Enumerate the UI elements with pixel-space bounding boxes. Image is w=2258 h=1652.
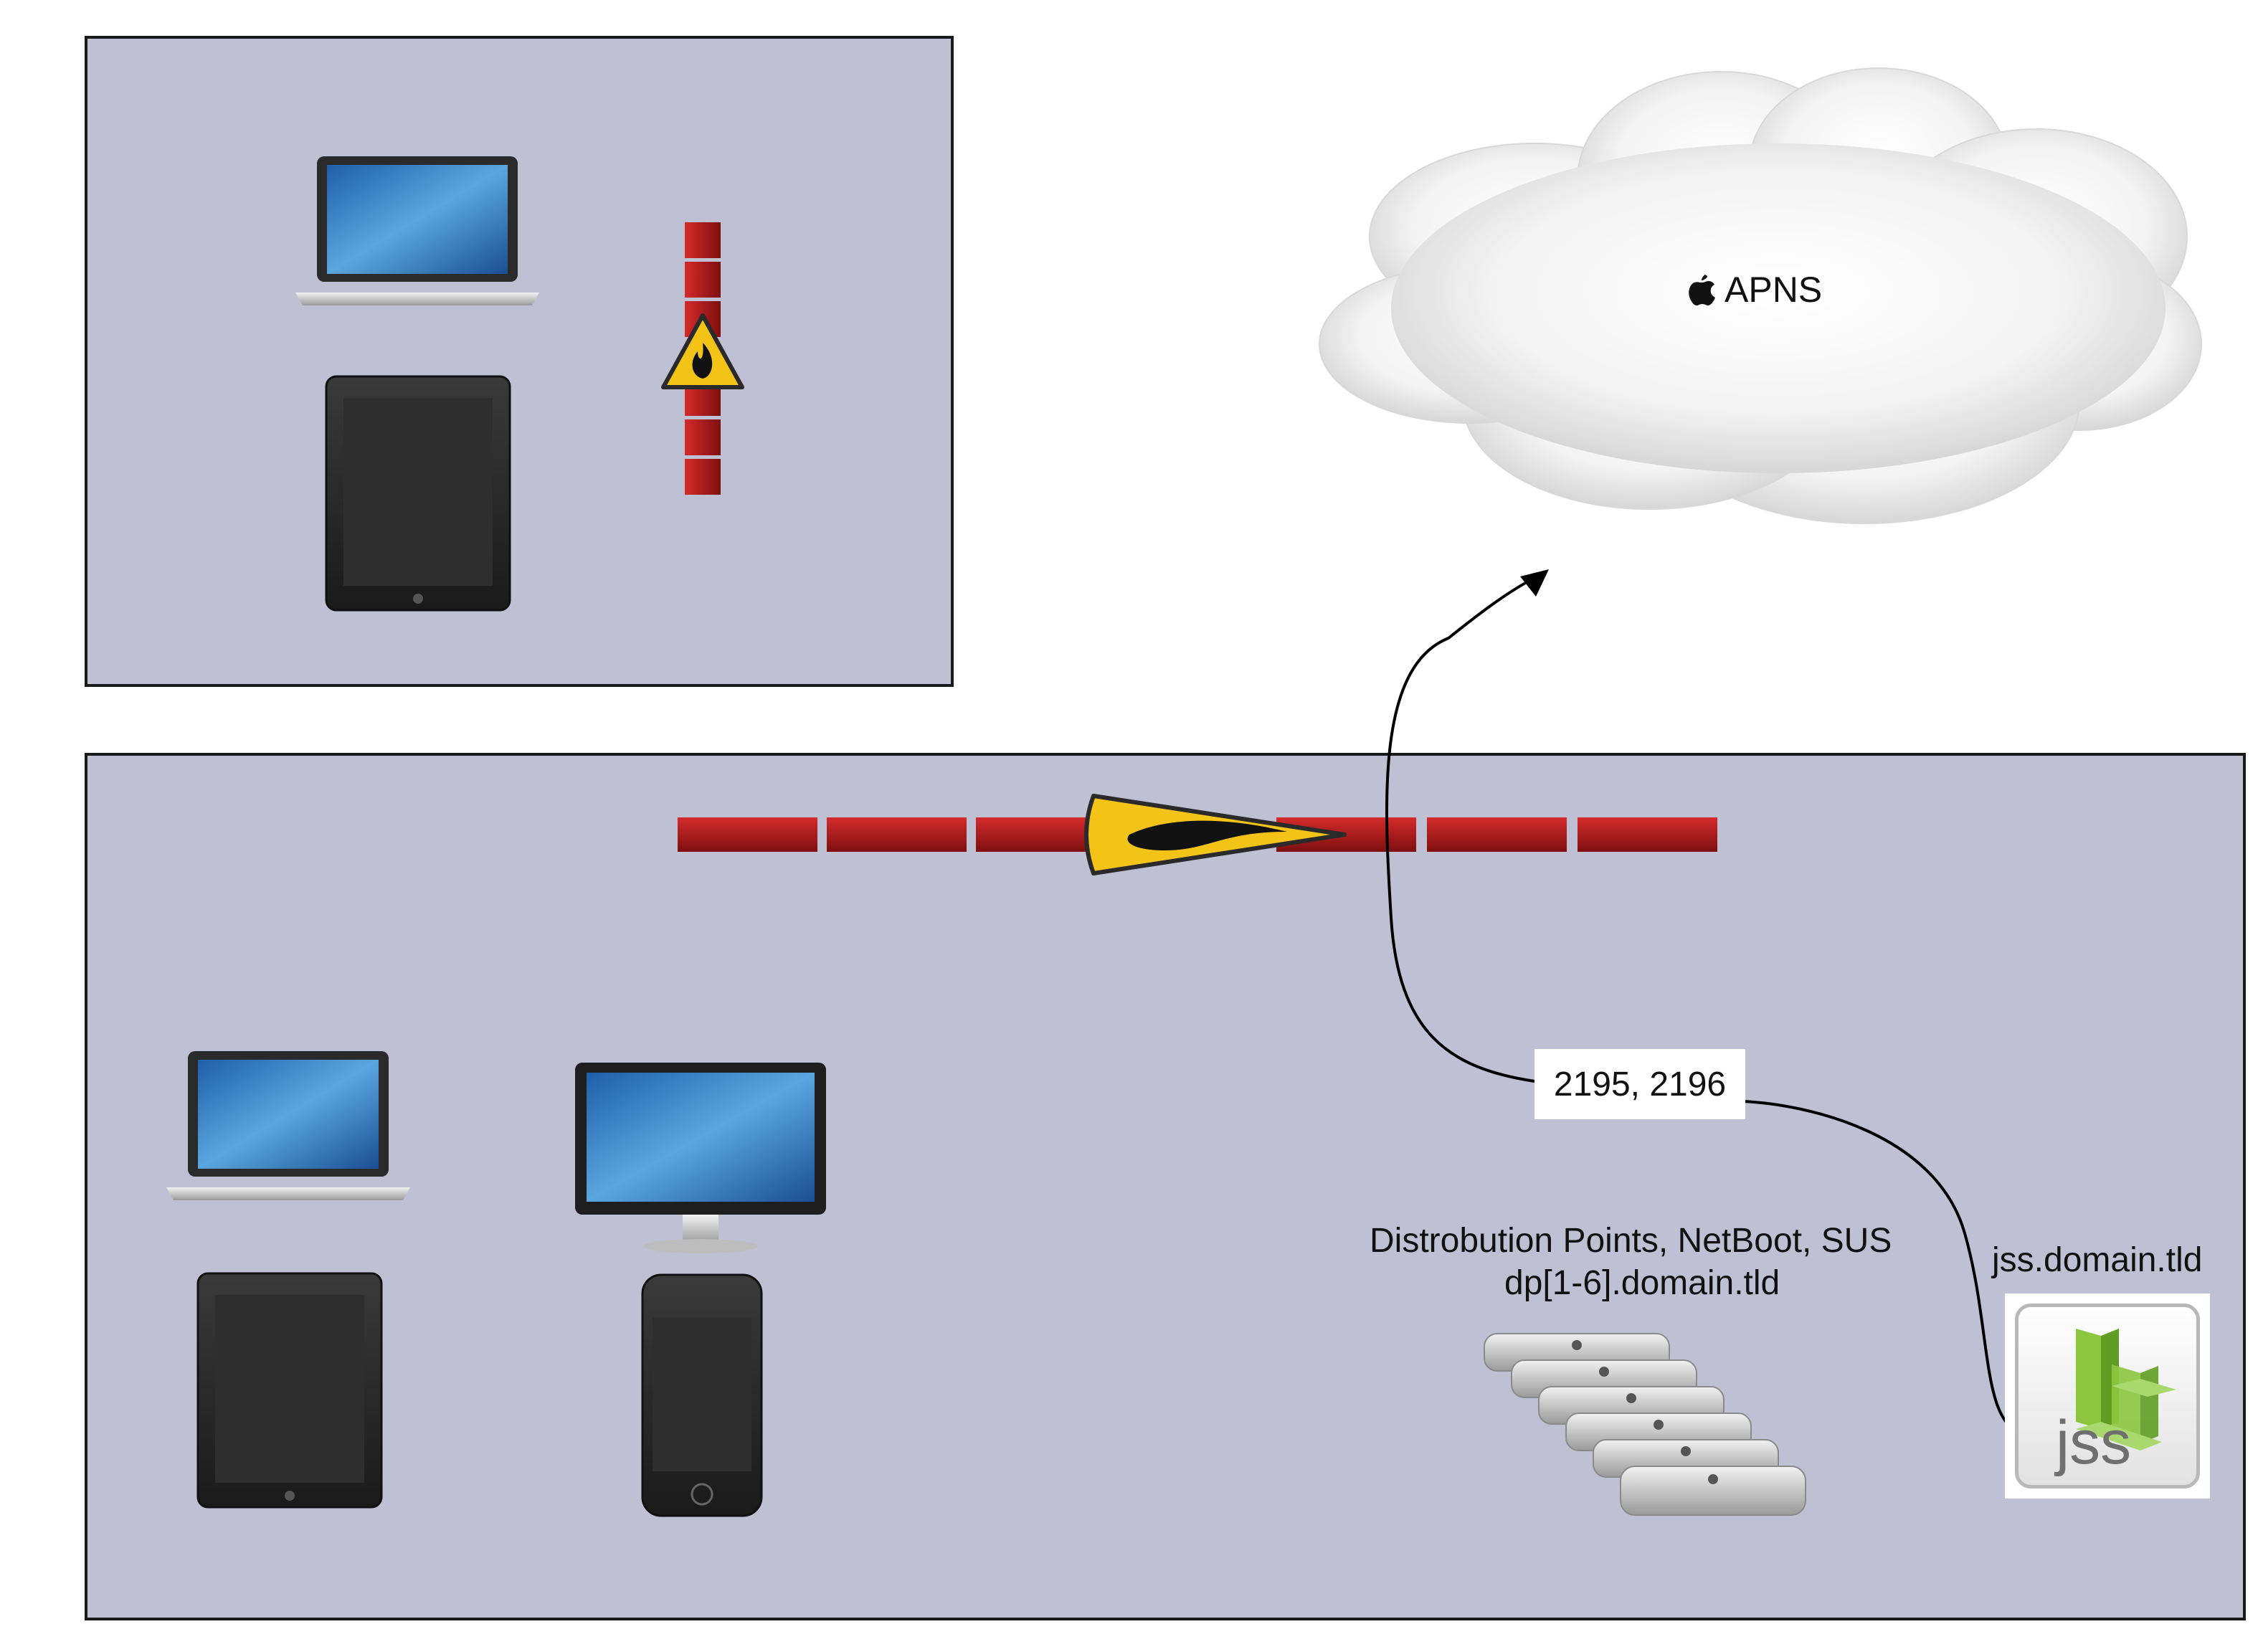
distribution-points-host: dp[1-6].domain.tld (1504, 1264, 1780, 1302)
fire-warning-icon (661, 313, 744, 389)
jss-logo-text: jss (2056, 1408, 2132, 1477)
apns-connection-line (1385, 572, 2031, 1435)
fire-warning-icon (1084, 794, 1347, 875)
ipad-icon (196, 1272, 383, 1509)
ipad-icon (325, 375, 511, 612)
macbook-icon (166, 1051, 410, 1200)
apns-cloud (1319, 67, 2202, 524)
arrow-head-icon (1520, 569, 1549, 597)
firewall-vertical-icon (661, 222, 744, 495)
jss-logo-icon: jss (2005, 1293, 2210, 1499)
distribution-points-stack (1484, 1333, 1806, 1516)
apple-logo-icon (1689, 275, 1715, 305)
macbook-icon (295, 156, 539, 305)
apns-text: APNS (1725, 270, 1823, 310)
internal-zone (85, 753, 2246, 1620)
apns-label: APNS (1689, 269, 1822, 310)
mac-mini-icon (1620, 1466, 1806, 1516)
remote-zone (85, 36, 954, 687)
port-label: 2195, 2196 (1534, 1049, 1745, 1119)
jss-ladder-icon (2076, 1329, 2176, 1451)
jss-logo-frame: jss (2015, 1304, 2200, 1489)
ipod-touch-icon (641, 1273, 763, 1517)
firewall-horizontal-icon (678, 794, 1717, 875)
jss-host-label: jss.domain.tld (1992, 1241, 2203, 1279)
distribution-points-title: Distrobution Points, NetBoot, SUS (1370, 1222, 1892, 1260)
imac-display-icon (575, 1063, 826, 1253)
